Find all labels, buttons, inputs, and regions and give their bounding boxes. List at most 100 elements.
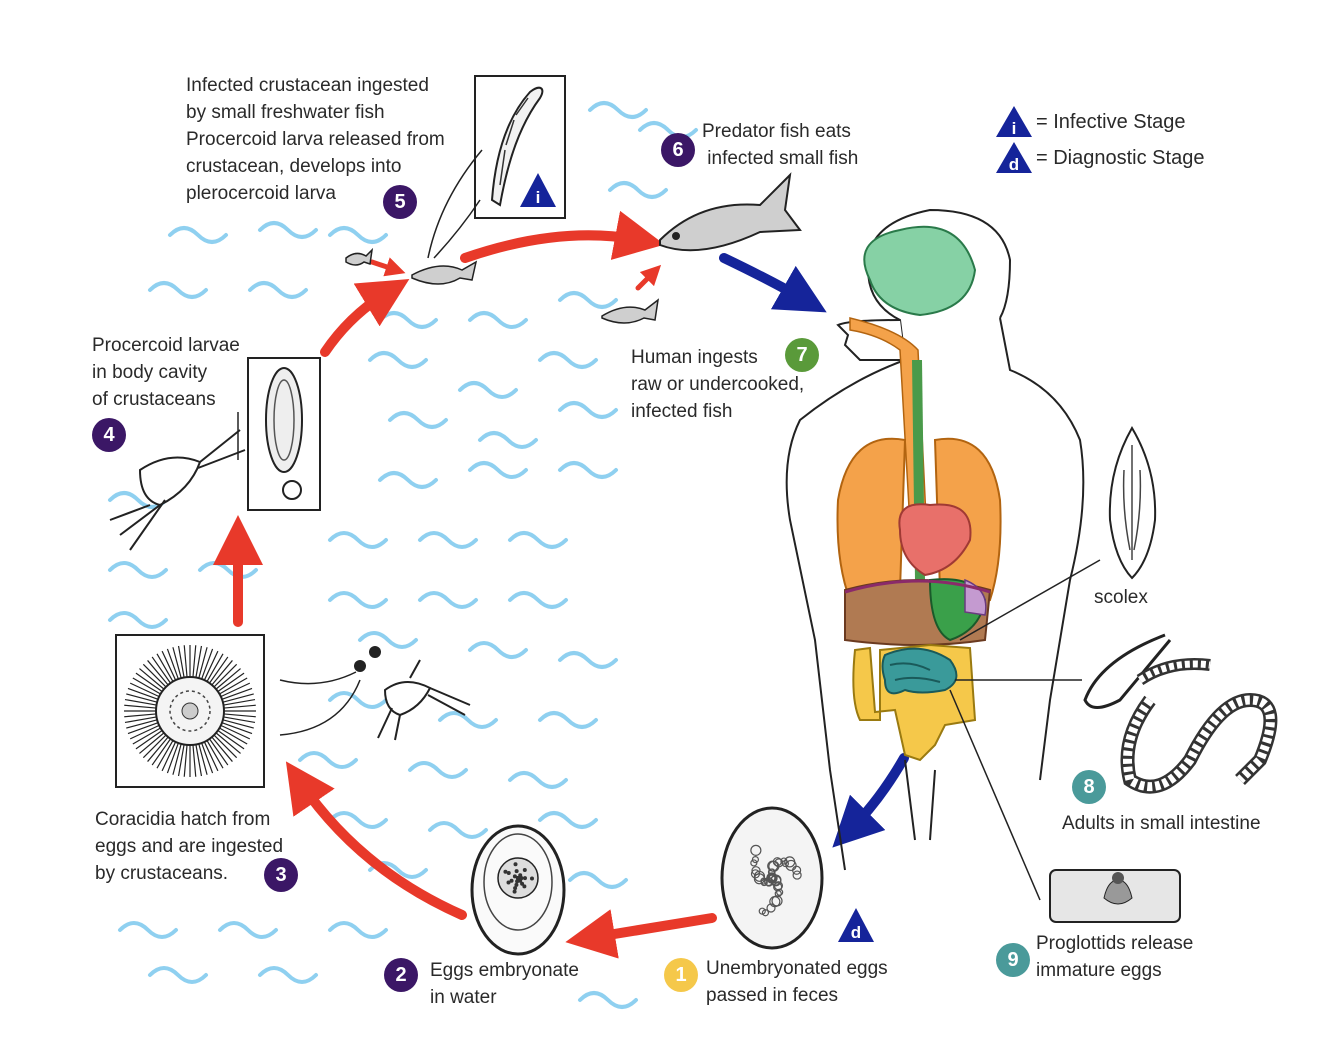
wave xyxy=(458,381,518,399)
cilium xyxy=(201,648,214,680)
small-red-arrows xyxy=(369,257,662,291)
arrow-8-to-1 xyxy=(832,753,909,848)
wave xyxy=(568,871,628,889)
cilium xyxy=(177,744,185,777)
embryo-dot xyxy=(512,889,517,894)
cilium xyxy=(172,743,182,775)
wave xyxy=(328,226,388,244)
cilium xyxy=(206,653,224,682)
cilium xyxy=(192,744,197,777)
cilium xyxy=(203,650,219,681)
proglottid-drawing xyxy=(1049,869,1181,923)
cilium xyxy=(217,672,245,692)
legend-infective-text: = Infective Stage xyxy=(1036,110,1186,133)
arrow-2-to-3 xyxy=(285,761,467,920)
wave xyxy=(538,811,598,829)
cilium xyxy=(223,698,256,706)
wave xyxy=(218,921,278,939)
step-9-badge: 9 xyxy=(996,943,1030,977)
cilium xyxy=(220,682,251,698)
cilium xyxy=(219,677,248,695)
embryo-dot xyxy=(522,876,527,881)
legend-infective: i = Infective Stage xyxy=(996,106,1186,138)
cilium xyxy=(139,732,165,754)
cilium xyxy=(209,656,229,684)
cilium xyxy=(183,645,188,678)
cilium xyxy=(203,741,219,772)
embryo-dot xyxy=(512,874,517,879)
cilium xyxy=(135,672,163,692)
egg-dot xyxy=(354,660,366,672)
cilium xyxy=(222,693,254,703)
cilium xyxy=(201,742,214,774)
cilium xyxy=(177,645,185,678)
cilium xyxy=(156,653,174,682)
water-waves xyxy=(108,101,698,1009)
step-6-label: Predator fish eats infected small fish xyxy=(702,121,859,169)
embryo-dot xyxy=(529,876,534,881)
wave xyxy=(588,101,648,119)
wave xyxy=(538,711,598,729)
egg-cell xyxy=(770,875,782,887)
step-8-label: Adults in small intestine xyxy=(1062,813,1261,834)
cilium xyxy=(195,645,203,678)
cilium xyxy=(132,727,161,745)
wave xyxy=(538,351,598,369)
wave xyxy=(608,181,668,199)
cilium xyxy=(215,732,241,754)
cilium xyxy=(222,719,254,729)
arrow-5-to-6 xyxy=(460,210,665,263)
human-figure xyxy=(785,208,1085,871)
wave xyxy=(508,531,568,549)
embryo-dot xyxy=(520,881,525,886)
cilium xyxy=(220,724,251,740)
embryo-dot xyxy=(503,869,508,874)
cilium xyxy=(127,722,159,735)
cilium xyxy=(172,647,182,679)
wave xyxy=(328,691,388,709)
egg-cell xyxy=(781,859,789,868)
cilium xyxy=(129,682,160,698)
infective-marker-letter: i xyxy=(536,188,541,207)
embryo-dot xyxy=(519,876,524,881)
embryo-dot xyxy=(506,871,511,876)
egg-cell xyxy=(751,866,761,876)
red-cycle-arrows xyxy=(213,210,717,959)
infective-legend-triangle-icon: i xyxy=(996,106,1032,138)
cilium xyxy=(161,650,177,681)
wave xyxy=(418,591,478,609)
embryo-dot xyxy=(514,869,519,874)
cilium xyxy=(139,668,165,690)
wave xyxy=(468,311,528,329)
cilium xyxy=(215,668,241,690)
cilium xyxy=(213,734,238,759)
egg-cell xyxy=(751,856,760,864)
egg-cell xyxy=(766,872,778,884)
cilium xyxy=(124,698,157,706)
step-4-badge: 4 xyxy=(92,418,126,452)
cilium xyxy=(166,648,179,680)
egg-cell xyxy=(785,859,797,872)
wave xyxy=(118,921,178,939)
diagnostic-marker-letter: d xyxy=(851,923,861,942)
cilium xyxy=(126,719,158,729)
step-2-badge: 2 xyxy=(384,958,418,992)
cilium xyxy=(209,738,229,766)
cilium xyxy=(142,734,167,759)
wave xyxy=(438,711,498,729)
cilium xyxy=(221,722,253,735)
wave xyxy=(578,991,638,1009)
cilium xyxy=(223,713,256,718)
diagnostic-stage-marker: d xyxy=(838,908,874,942)
step-8-badge: 8 xyxy=(1072,770,1106,804)
wave xyxy=(468,461,528,479)
unembryonated-egg-drawing xyxy=(720,806,824,950)
cilium xyxy=(213,663,238,688)
egg-cell xyxy=(773,882,783,892)
wave xyxy=(148,281,208,299)
cilium xyxy=(211,736,233,762)
embryo-dot xyxy=(513,862,518,867)
wave xyxy=(388,411,448,429)
